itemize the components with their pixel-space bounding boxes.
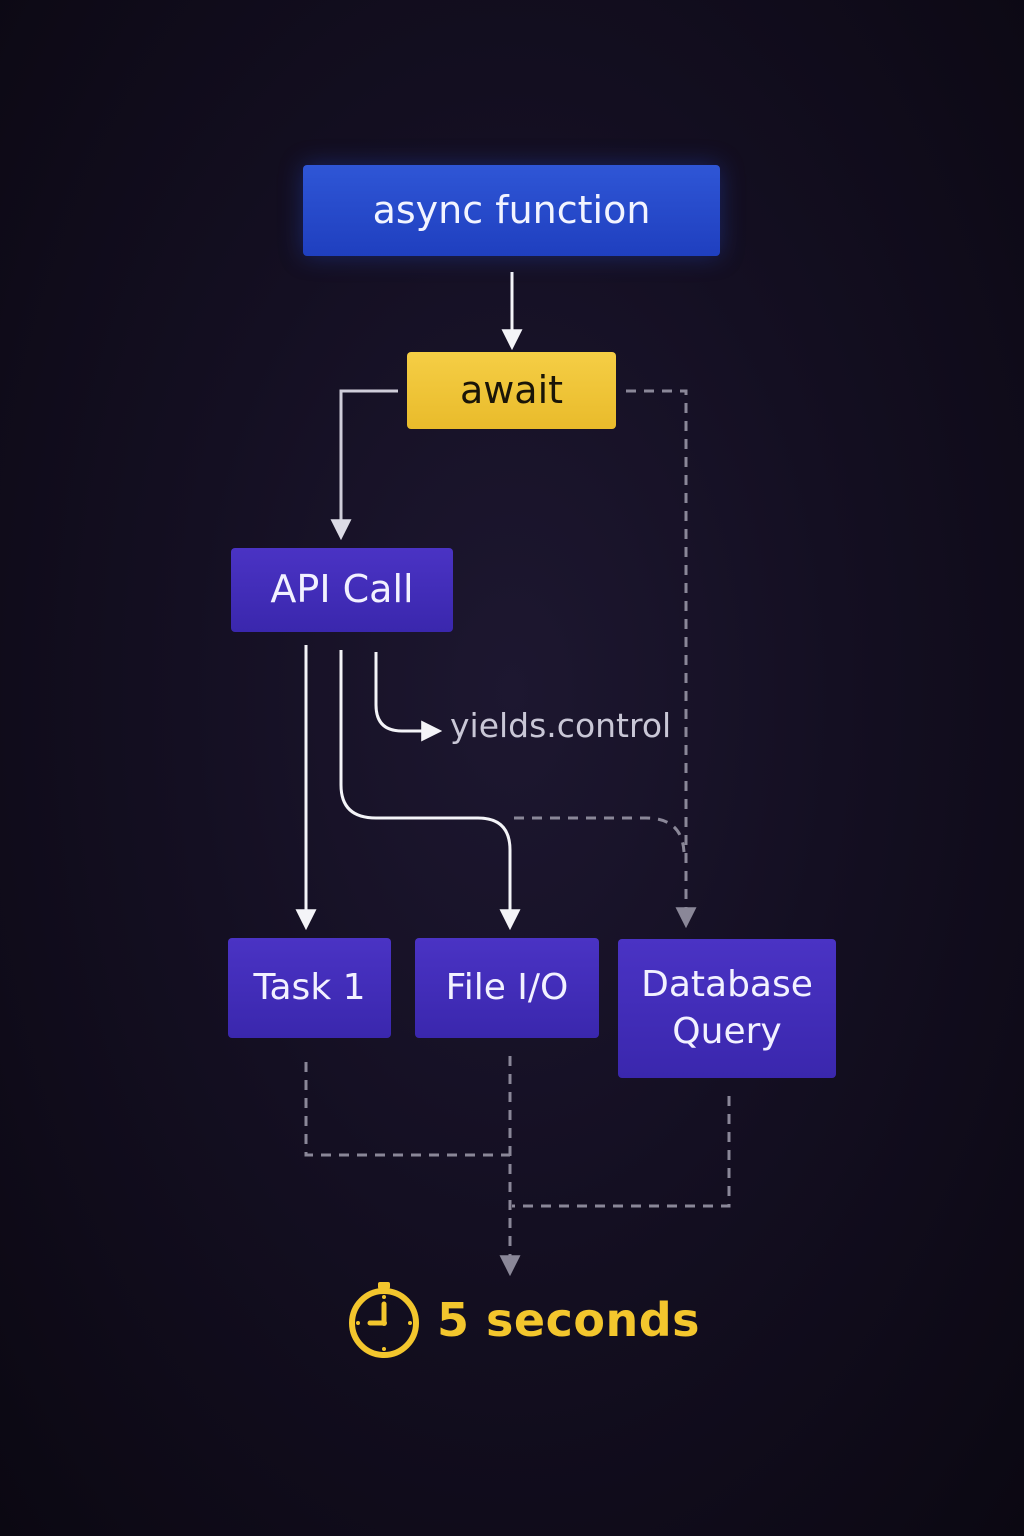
arrow-api-to-yields-control — [374, 652, 443, 742]
dashed-line-task1-merge — [304, 1062, 510, 1157]
node-async-function-label: async function — [372, 187, 651, 232]
node-database-query-line1: Database — [641, 963, 813, 1005]
node-file-io: File I/O — [415, 938, 599, 1038]
arrow-await-to-api — [330, 389, 398, 541]
node-api-call-label: API Call — [270, 567, 414, 612]
dashed-arrow-await-to-database — [626, 389, 697, 929]
node-file-io-label: File I/O — [445, 966, 569, 1008]
result-duration: 5 seconds — [345, 1280, 700, 1360]
node-task1-label: Task 1 — [253, 966, 366, 1008]
yields-control-label: yields.control — [450, 706, 672, 745]
dashed-line-database-merge — [512, 1096, 731, 1208]
node-await-label: await — [459, 367, 564, 412]
node-database-query: Database Query — [618, 939, 836, 1078]
arrow-api-to-fileio — [339, 650, 521, 931]
stopwatch-icon — [349, 1282, 419, 1358]
node-task1: Task 1 — [228, 938, 391, 1038]
dashed-curve-to-database — [514, 816, 686, 853]
node-api-call: API Call — [231, 548, 453, 632]
node-await: await — [407, 352, 616, 429]
node-database-query-line2: Query — [672, 1010, 782, 1052]
node-async-function: async function — [303, 165, 720, 256]
result-duration-text: 5 seconds — [437, 1293, 701, 1347]
